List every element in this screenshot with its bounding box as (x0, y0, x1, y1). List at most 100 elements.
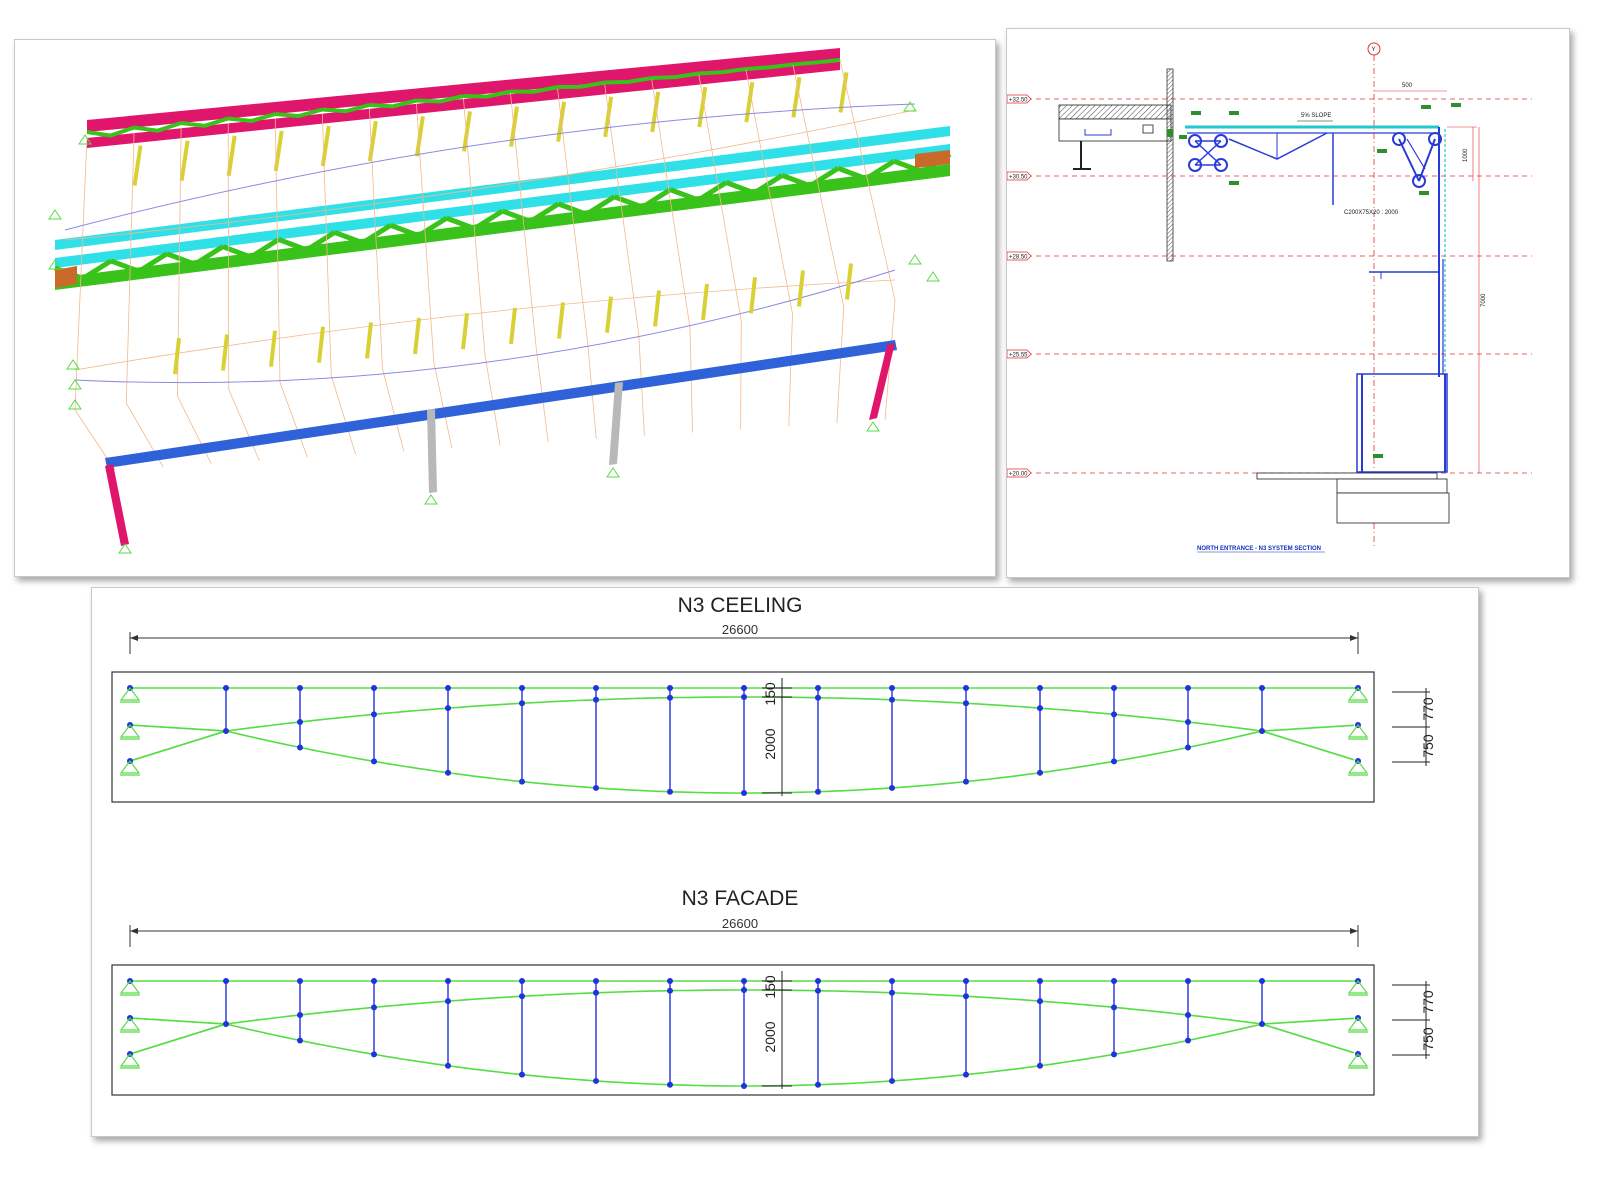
lower-hanger-rod (701, 283, 709, 321)
truss-node (519, 1071, 525, 1078)
truss-node (1259, 728, 1265, 734)
drawing-frame (111, 671, 1375, 803)
grid-bubble-label: Y (1372, 47, 1376, 53)
lower-hanger-rod (797, 270, 805, 307)
truss-node (963, 993, 969, 1000)
truss-node (1111, 758, 1117, 765)
magenta-truss-web (133, 121, 182, 133)
truss-node (1185, 1011, 1191, 1018)
truss-node (371, 685, 377, 691)
truss-node (741, 685, 747, 691)
level-tag-label: +20.00 (1009, 472, 1028, 478)
support-icon (118, 543, 132, 554)
lower-hanger-rod (365, 322, 373, 359)
magenta-truss-web (745, 62, 794, 71)
pin-support-icon (119, 1017, 141, 1031)
level-tag-label: +32.50 (1009, 98, 1028, 104)
facade-dim-right-bottom: 750 (1420, 1027, 1436, 1051)
hanger-rod (414, 116, 425, 157)
truss-node (741, 978, 747, 984)
lower-curved-chord (129, 730, 1355, 794)
cable-line (839, 59, 896, 421)
cyan-truss-web (837, 159, 896, 182)
truss-node (445, 978, 451, 984)
ceiling-dim-depth: 2000 (762, 728, 778, 759)
support-icon (78, 134, 92, 145)
lower-hanger-rod (221, 334, 229, 371)
truss-node (1259, 685, 1265, 691)
truss-node (593, 1077, 599, 1084)
magenta-top-chord (87, 48, 840, 132)
gray-column (427, 409, 437, 493)
upper-curved-chord (129, 696, 1355, 732)
cable-line (416, 103, 453, 449)
cyan-truss-web (389, 216, 448, 239)
truss-node (445, 998, 451, 1005)
truss-node (1037, 685, 1043, 691)
truss-node (223, 728, 229, 734)
truss-node (1111, 711, 1117, 718)
truss-node (593, 989, 599, 996)
truss-node (519, 778, 525, 785)
truss-node (1037, 1062, 1043, 1069)
truss-node (371, 711, 377, 718)
truss-node (519, 978, 525, 984)
3d-model-drawing (48, 48, 952, 554)
truss-node (1185, 1037, 1191, 1044)
support-icon (48, 259, 62, 270)
truss-node (1111, 978, 1117, 984)
cyan-truss-web (277, 230, 337, 253)
truss-node (815, 694, 821, 701)
cyan-truss-web (501, 201, 560, 225)
truss-node (1185, 718, 1191, 725)
3d-model-geometry (48, 48, 952, 554)
truss-node (1111, 1051, 1117, 1058)
ceiling-truss (111, 632, 1430, 803)
truss-node (963, 685, 969, 691)
truss-node (1185, 978, 1191, 984)
cable-line (792, 64, 845, 424)
lower-hanger-rod (173, 337, 181, 375)
hanger-rod (838, 72, 849, 113)
pin-support-icon (1347, 1017, 1369, 1031)
facade-span-label: 26600 (722, 916, 758, 931)
system-section-view: Y +32.50 +30.50 +28.50 +25.55 (1006, 28, 1570, 578)
drawing-frame (111, 964, 1375, 1096)
cable-line (557, 89, 597, 439)
level-tag: +30.50 (1007, 171, 1032, 181)
lower-hanger-rod (557, 302, 565, 339)
truss-node (889, 989, 895, 996)
section-caption: NORTH ENTRANCE - N3 SYSTEM SECTION (1197, 546, 1321, 552)
magenta-truss-web (651, 71, 700, 80)
truss-node (667, 685, 673, 691)
magenta-column (105, 464, 129, 546)
truss-node (1185, 744, 1191, 751)
level-tag: +25.55 (1007, 349, 1032, 359)
truss-node (741, 790, 747, 796)
support-icon (66, 359, 80, 370)
lower-hanger-rod (509, 307, 517, 345)
truss-node (593, 784, 599, 791)
truss-node (1037, 998, 1043, 1005)
truss-node (297, 744, 303, 751)
cable-line (125, 133, 164, 468)
pin-support-icon (1347, 724, 1369, 738)
end-diagonal (129, 1023, 227, 1055)
end-diagonal (129, 1017, 227, 1025)
pin-support-icon (119, 760, 141, 774)
hanger-rod (179, 140, 190, 181)
green-bottom-chord (55, 164, 950, 290)
truss-node (445, 685, 451, 691)
truss-node (963, 700, 969, 707)
truss-node (371, 978, 377, 984)
truss-node (297, 685, 303, 691)
truss-node (1037, 705, 1043, 712)
hanger-rod (461, 111, 472, 152)
truss-node (371, 1004, 377, 1011)
foundation (1256, 472, 1450, 524)
truss-node (1111, 1004, 1117, 1011)
hanger-rod (226, 135, 237, 177)
truss-node (519, 700, 525, 707)
truss-node (963, 978, 969, 984)
cable-line (64, 103, 916, 231)
